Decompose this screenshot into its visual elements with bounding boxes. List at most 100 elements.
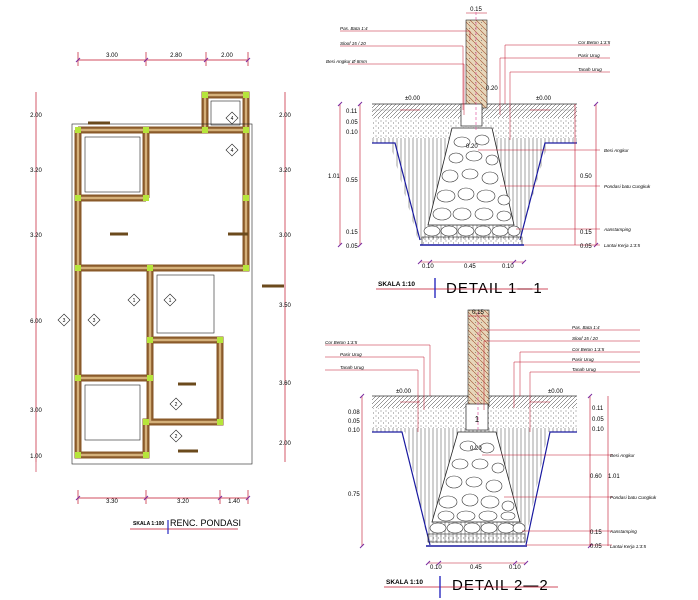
dim-label: 1.40: [228, 499, 240, 505]
detail-2-section: 1: [325, 309, 657, 598]
dim-label: 2.00: [279, 441, 291, 447]
material-label: Pondasi batu Cungkuk: [604, 184, 651, 189]
plan-dim-ticks: [75, 57, 251, 501]
plan-left-dims: 2.00 3.20 3.20 6.00 3.00 1.00: [30, 113, 42, 460]
svg-text:4: 4: [231, 148, 234, 154]
dim-label: 3.20: [279, 168, 291, 174]
dim-label: 2.80: [170, 53, 182, 59]
svg-text:4: 4: [231, 116, 234, 122]
material-label: Pas. Bata 1:4: [340, 26, 368, 31]
section-marker: 2: [169, 429, 183, 443]
plan-right-dims: 2.00 3.20 3.00 3.50 3.60 2.00: [279, 113, 291, 447]
dim-label: 6.00: [30, 319, 42, 325]
dim-label: 2.00: [279, 113, 291, 119]
dim-label: 3.20: [177, 499, 189, 505]
svg-text:2: 2: [175, 434, 178, 440]
material-label: Sloof 15 / 20: [572, 336, 598, 341]
dim-label: 3.00: [30, 408, 42, 414]
level-label: ±0.00: [396, 389, 412, 395]
dim-label: 1.01: [608, 474, 620, 480]
dim-label: 0.05: [580, 244, 592, 250]
svg-text:1: 1: [169, 298, 172, 304]
svg-text:1: 1: [133, 298, 136, 304]
material-label: Besi Angkur: [604, 148, 629, 153]
material-label: Aanstamping: [609, 529, 637, 534]
plan-column-nodes: [75, 92, 249, 458]
detail-2-scale: SKALA 1:10: [386, 579, 423, 586]
dim-label: 0.55: [346, 178, 358, 184]
dim-label: 0.20: [466, 144, 478, 150]
dim-label: 3.00: [279, 233, 291, 239]
dim-label: 3.00: [106, 53, 118, 59]
stone-pattern: [432, 134, 512, 222]
stone-pattern: [437, 440, 516, 522]
section-marker: 3: [87, 313, 101, 327]
material-label: Pasir Urug: [340, 352, 362, 357]
dim-label: 0.45: [470, 565, 482, 571]
section-marker: 1: [127, 293, 141, 307]
plan-room-outlines: [71, 100, 253, 465]
dim-label: 0.15: [580, 230, 592, 236]
dim-label: 0.05: [592, 417, 604, 423]
dim-label: 0.15: [590, 530, 602, 536]
material-label: Cor Beton 1:3:5: [578, 40, 611, 45]
dim-label: 0.11: [592, 406, 604, 412]
dim-label: 0.10: [430, 565, 442, 571]
section-marker: 4: [225, 143, 239, 157]
svg-text:2: 2: [175, 402, 178, 408]
dim-label: 0.60: [590, 474, 602, 480]
dim-label: 0.15: [470, 7, 482, 13]
dim-label: 2.00: [221, 53, 233, 59]
dim-label: 0.50: [580, 174, 592, 180]
section-marker: 3: [57, 313, 71, 327]
material-label: Lantai Kerja 1:3:5: [604, 243, 640, 248]
aanstamping: [429, 522, 526, 534]
detail-2-title: DETAIL 2—2: [452, 577, 549, 594]
dim-label: 0.05: [346, 120, 358, 126]
plan-top-dims: 3.00 2.80 2.00: [106, 53, 233, 59]
detail-1-title: DETAIL 1—1: [446, 280, 543, 297]
dim-label: 2.00: [30, 113, 42, 119]
dim-label: 0.15: [346, 230, 358, 236]
material-label: Pasir Urug: [572, 357, 594, 362]
detail-1-section: 0.15 ±0.00 ±0.00 Pas. Bata 1:4 Sloof 15 …: [326, 7, 651, 298]
section-marker: 2: [169, 397, 183, 411]
material-label: Pasir Urug: [578, 53, 600, 58]
svg-text:3: 3: [93, 318, 96, 324]
dim-label: 0.10: [422, 264, 434, 270]
dim-label: 0.75: [348, 492, 360, 498]
dim-label: 0.45: [464, 264, 476, 270]
material-label: Besi Angkur: [610, 453, 635, 458]
dim-label: 0.10: [348, 428, 360, 434]
material-label: Tanah Urug: [340, 365, 364, 370]
dim-label: 3.30: [106, 499, 118, 505]
dim-label: 3.20: [30, 168, 42, 174]
material-label: Pondasi batu Cungkuk: [610, 495, 657, 500]
material-label: Tanah Urug: [578, 67, 602, 72]
dim-label: 0.05: [348, 419, 360, 425]
dim-label: 0.05: [590, 544, 602, 550]
dim-label: 0.10: [509, 565, 521, 571]
material-label: Sloof 15 / 20: [340, 41, 366, 46]
material-label: Cor Beton 1:3:5: [572, 347, 605, 352]
dim-label: 0.10: [592, 427, 604, 433]
dim-label: 0.08: [348, 410, 360, 416]
plan-title: RENC. PONDASI: [170, 518, 241, 528]
dim-label: 3.20: [30, 233, 42, 239]
dim-label: 0.05: [346, 244, 358, 250]
level-label: ±0.00: [405, 96, 421, 102]
plan-scale: SKALA 1:100: [133, 521, 164, 527]
aanstamping: [423, 225, 521, 237]
material-label: Cor Beton 1:3:5: [325, 340, 358, 345]
section-marker: 4: [225, 111, 239, 125]
level-label: ±0.00: [548, 389, 564, 395]
svg-text:3: 3: [63, 318, 66, 324]
dim-label: 0.11: [346, 109, 358, 115]
section-marker: 1: [475, 415, 480, 424]
detail-1-scale: SKALA 1:10: [378, 281, 415, 288]
level-label: ±0.00: [536, 96, 552, 102]
plan-title-block: SKALA 1:100 RENC. PONDASI: [130, 518, 241, 534]
material-label: Pas. Bata 1:4: [572, 325, 600, 330]
material-label: Lantai Kerja 1:3:5: [610, 544, 646, 549]
dim-label: 1.01: [328, 174, 340, 180]
